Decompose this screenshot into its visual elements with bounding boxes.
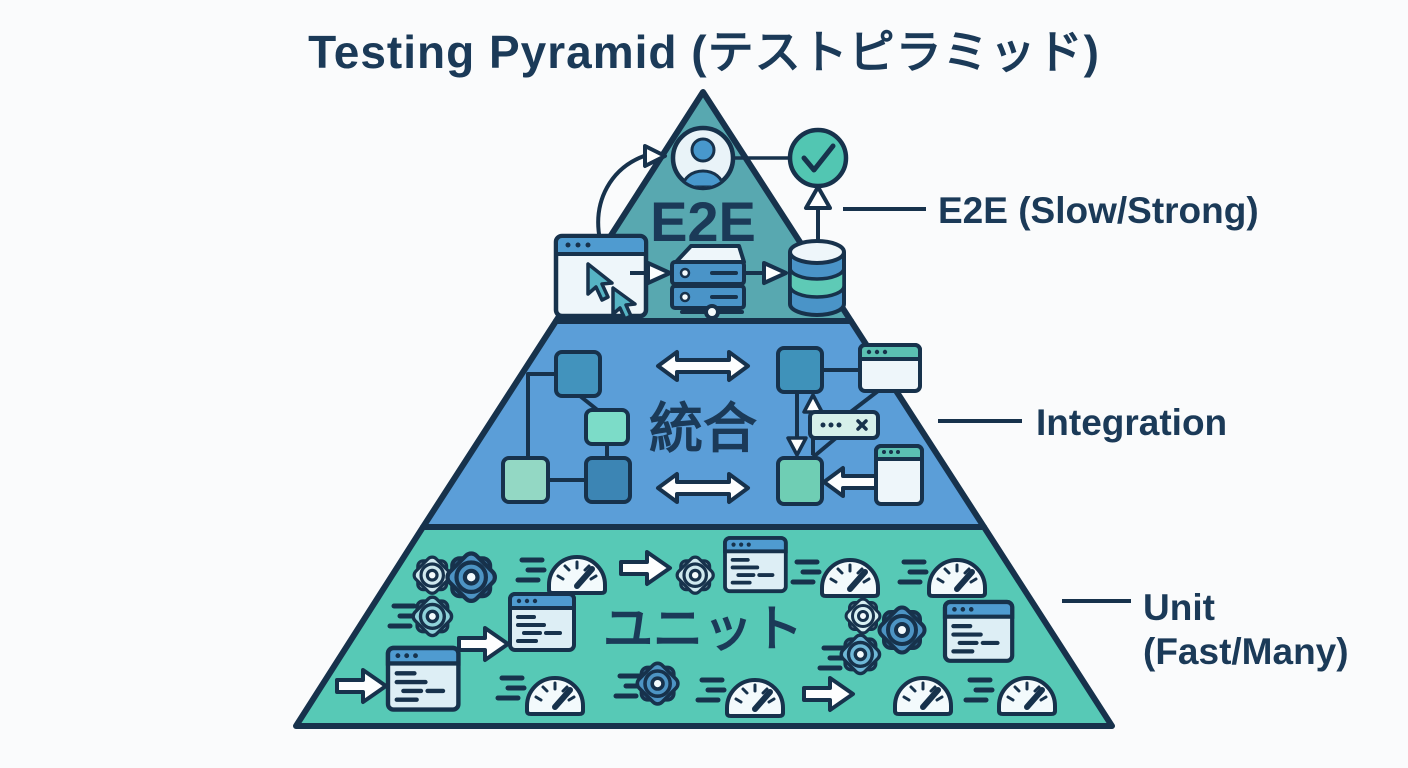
curved-arrow-icon bbox=[596, 154, 645, 241]
e2e-annotation-label: E2E (Slow/Strong) bbox=[938, 190, 1259, 231]
window-icon bbox=[858, 343, 922, 393]
e2e-layer-label: E2E bbox=[650, 190, 756, 253]
unit-annotation-label-line1: Unit bbox=[1143, 587, 1215, 628]
code-window-icon bbox=[945, 602, 1012, 661]
integration-layer-label: 統合 bbox=[649, 399, 757, 459]
page-title: Testing Pyramid (テストピラミッド) bbox=[308, 26, 1100, 78]
unit-layer-label: ユニット bbox=[603, 601, 803, 657]
avatar-icon bbox=[670, 125, 736, 191]
code-window-icon bbox=[723, 536, 788, 594]
flowchart-squares-icon bbox=[501, 350, 632, 504]
code-window-icon bbox=[388, 648, 458, 710]
alert-bar-icon bbox=[808, 410, 880, 440]
unit-annotation-label-line2: (Fast/Many) bbox=[1143, 631, 1349, 672]
integration-right-icons bbox=[776, 343, 924, 506]
component-square bbox=[776, 346, 824, 394]
speedometer-icon bbox=[999, 678, 1055, 714]
speedometer-icon bbox=[527, 678, 583, 714]
window-icon bbox=[874, 444, 924, 506]
speedometer-icon bbox=[727, 680, 783, 716]
speedometer-icon bbox=[929, 560, 985, 596]
up-arrow-icon bbox=[804, 185, 832, 243]
browser-cursor-icon bbox=[553, 233, 649, 321]
integration-annotation-label: Integration bbox=[1036, 402, 1227, 443]
database-icon bbox=[788, 239, 846, 317]
check-icon bbox=[787, 127, 849, 189]
layer-unit bbox=[293, 524, 1115, 729]
speedometer-icon bbox=[822, 560, 878, 596]
component-square bbox=[776, 456, 824, 506]
speedometer-icon bbox=[549, 557, 605, 593]
integration-icons bbox=[501, 343, 924, 506]
curved-arrow-head-icon bbox=[643, 144, 667, 168]
code-window-icon bbox=[508, 592, 576, 652]
e2e-top-icons bbox=[596, 125, 849, 243]
annotations: E2E (Slow/Strong) Integration Unit (Fast… bbox=[843, 190, 1349, 672]
speedometer-icon bbox=[895, 678, 951, 714]
e2e-flow-icons bbox=[553, 233, 846, 321]
server-icon bbox=[670, 244, 746, 320]
